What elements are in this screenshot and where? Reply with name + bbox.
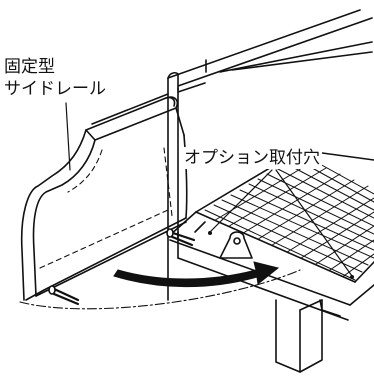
side-rail-label: 固定型 サイドレール — [4, 56, 106, 100]
rotation-path — [19, 269, 301, 310]
side-rail-label-line2: サイドレール — [4, 79, 106, 99]
bed-frame — [169, 211, 374, 321]
bed-legs — [275, 299, 323, 373]
side-rail — [20, 93, 196, 306]
option-hole-leader-line-left — [209, 169, 273, 233]
side-rail-leader-line — [65, 102, 71, 171]
side-rail-label-line1: 固定型 — [4, 57, 55, 77]
option-hole-mark-left — [208, 231, 212, 235]
swing-arrow — [113, 261, 280, 288]
option-hole-mark-right — [350, 275, 354, 279]
option-hole-leader-line-right — [275, 169, 353, 277]
option-holes-label: オプション取付穴 — [182, 147, 322, 169]
